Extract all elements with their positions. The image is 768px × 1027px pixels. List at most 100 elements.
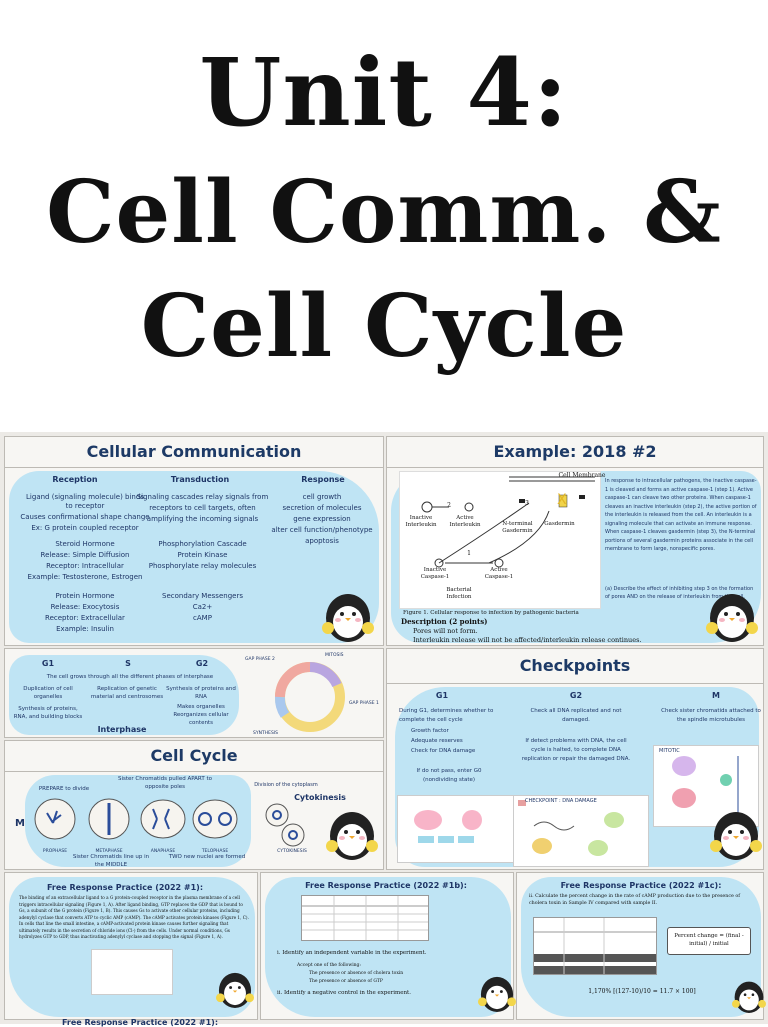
frq-b-i: i. Identify an independent variable in t… bbox=[277, 950, 427, 956]
label-inactive-c: Inactive Caspase-1 bbox=[420, 567, 450, 580]
penguin-icon bbox=[322, 594, 374, 642]
protein-heading: Protein Hormone bbox=[55, 592, 115, 600]
cytokinesis-label: Cytokinesis bbox=[294, 793, 346, 802]
frq-b-option: The presence or absence of cholera toxin bbox=[309, 971, 404, 976]
interphase-bg bbox=[9, 655, 239, 735]
division-text: Division of the cytoplasm bbox=[254, 782, 318, 788]
s-line: Replication of genetic material and cent… bbox=[90, 686, 164, 700]
frq-b-option: The presence or absence of GTP bbox=[309, 979, 383, 984]
transduction-line: Signaling cascades relay signals from bbox=[136, 493, 269, 501]
response-heading: Response bbox=[301, 475, 345, 484]
g2-line: Reorganizes cellular contents bbox=[173, 712, 229, 726]
penguin-icon bbox=[326, 812, 378, 860]
g2-line: Synthesis of proteins and RNA bbox=[166, 686, 236, 700]
title-line-1: Unit 4: bbox=[199, 38, 569, 148]
interphase-g2: G2 bbox=[195, 659, 209, 668]
cytokinesis-small: CYTOKINESIS bbox=[277, 849, 307, 854]
cp-g1-figure bbox=[397, 795, 515, 863]
secondary-line: cAMP bbox=[193, 614, 212, 622]
wheel-gap2: GAP PHASE 2 bbox=[245, 657, 275, 662]
phos-line: Protein Kinase bbox=[177, 551, 228, 559]
secondary-heading: Secondary Messengers bbox=[162, 592, 243, 600]
prepare-text: PREPARE to divide bbox=[38, 786, 90, 792]
label-bacterial: Bacterial Infection bbox=[446, 587, 472, 600]
protein-line: Example: Insulin bbox=[56, 625, 114, 633]
example-passage: In response to intracellular pathogens, … bbox=[605, 478, 757, 552]
step-1: 1 bbox=[467, 550, 471, 557]
cp-g1-after: If do not pass, enter G0 (nondividing st… bbox=[416, 768, 482, 783]
cp-m-head: M bbox=[712, 691, 720, 700]
cp-m-text: Check sister chromatids attached to the … bbox=[661, 708, 761, 723]
protein-line: Release: Exocytosis bbox=[50, 603, 120, 611]
desc-bullet-1: Pores will not form. bbox=[413, 627, 478, 635]
phase-telophase: TELOPHASE bbox=[201, 849, 229, 854]
frq-b-panel: Free Response Practice (2022 #1b): i. Id… bbox=[260, 872, 514, 1020]
checkpoints-panel: Checkpoints G1 G2 M During G1, determine… bbox=[386, 648, 764, 870]
phos-heading: Phosphorylation Cascade bbox=[158, 540, 247, 548]
frq-c-table bbox=[533, 917, 657, 975]
cell-comm-bg bbox=[9, 471, 379, 643]
frq-b-table bbox=[301, 895, 429, 941]
penguin-icon bbox=[706, 594, 758, 642]
wheel-mitosis: MITOSIS bbox=[325, 653, 344, 658]
reception-line: to receptor bbox=[65, 502, 105, 510]
desc-heading: Description (2 points) bbox=[401, 617, 488, 626]
frq-c-title: Free Response Practice (2022 #1c): bbox=[560, 881, 722, 890]
frq-c-answer: 1,170% [(127-10)/10 = 11.7 × 100] bbox=[588, 988, 696, 995]
frq-d-title: Free Response Practice (2022 #1): bbox=[61, 1018, 219, 1027]
interphase-s: S bbox=[125, 659, 131, 668]
cytokinesis-drawing bbox=[265, 803, 305, 847]
g1-line: Synthesis of proteins, RNA, and building… bbox=[13, 706, 83, 720]
steroid-heading: Steroid Hormone bbox=[55, 540, 115, 548]
example-panel: Example: 2018 #2 X Cell Membrane Inactiv… bbox=[386, 436, 764, 646]
step-3: 3 bbox=[525, 500, 529, 507]
sister-apart: Sister Chromatids pulled APART to opposi… bbox=[118, 776, 212, 790]
interphase-g1: G1 bbox=[41, 659, 55, 668]
cell-cycle-m: M bbox=[15, 818, 25, 829]
cell-cycle-title: Cell Cycle bbox=[5, 741, 383, 772]
transduction-heading: Transduction bbox=[170, 475, 230, 484]
steroid-line: Example: Testosterone, Estrogen bbox=[27, 573, 143, 581]
frq-c-panel: Free Response Practice (2022 #1c): ii. C… bbox=[516, 872, 764, 1020]
cp-box2-label: MITOTIC bbox=[659, 748, 680, 754]
penguin-icon bbox=[216, 972, 254, 1008]
cell-cycle-wheel bbox=[274, 662, 345, 732]
phase-anaphase: ANAPHASE bbox=[150, 849, 176, 854]
step-2: 2 bbox=[447, 502, 451, 509]
protein-line: Receptor: Extracellular bbox=[45, 614, 125, 622]
title-line-2: Cell Comm. & bbox=[46, 162, 722, 263]
reception-line: Ligand (signaling molecule) binds bbox=[26, 493, 144, 501]
response-line: alter cell function/phenotype bbox=[271, 526, 373, 534]
response-line: secretion of molecules bbox=[282, 504, 362, 512]
pathway-diagram: X bbox=[421, 476, 595, 568]
interphase-label: Interphase bbox=[97, 725, 147, 734]
frq-b-title: Free Response Practice (2022 #1b): bbox=[305, 881, 467, 890]
reception-heading: Reception bbox=[52, 475, 98, 484]
example-question: (a) Describe the effect of inhibiting st… bbox=[605, 586, 754, 600]
g2-line: Makes organelles bbox=[177, 704, 225, 710]
g1-line: Duplication of cell organelles bbox=[23, 686, 73, 700]
cp-g2-text: Check all DNA replicated and not damaged… bbox=[530, 708, 622, 723]
cp-box1-label: CHECKPOINT : DNA DAMAGE bbox=[525, 798, 597, 804]
cp-g1-bullet: Check for DNA damage bbox=[411, 748, 476, 754]
label-active-c: Active Caspase-1 bbox=[484, 567, 514, 580]
two-nuclei-text: TWO new nuclei are formed bbox=[168, 854, 246, 860]
cell-comm-title: Cellular Communication bbox=[5, 437, 383, 468]
transduction-line: receptors to cell targets, often bbox=[149, 504, 256, 512]
cp-g1-text: During G1, determines whether to complet… bbox=[399, 708, 494, 723]
secondary-line: Ca2+ bbox=[192, 603, 213, 611]
interphase-intro: The cell grows through all the different… bbox=[46, 674, 214, 680]
transduction-line: amplifying the incoming signals bbox=[146, 515, 259, 523]
frq-b-accept: Accept one of the following: bbox=[297, 963, 361, 968]
cp-g1-head: G1 bbox=[435, 691, 449, 700]
label-nterm: N-terminal Gasdermin bbox=[502, 521, 533, 534]
cp-g2-figure bbox=[513, 795, 649, 867]
label-active-il: Active Interleukin bbox=[449, 515, 481, 528]
steroid-line: Receptor: Intracellular bbox=[46, 562, 124, 570]
penguin-icon bbox=[732, 981, 766, 1013]
response-line: cell growth bbox=[302, 493, 342, 501]
phase-metaphase: METAPHASE bbox=[95, 849, 123, 854]
label-inactive-il: Inactive Interleukin bbox=[405, 515, 437, 528]
reception-line: Causes confirmational shape change bbox=[20, 513, 150, 521]
interphase-panel: G1 S G2 The cell grows through all the d… bbox=[4, 648, 384, 738]
